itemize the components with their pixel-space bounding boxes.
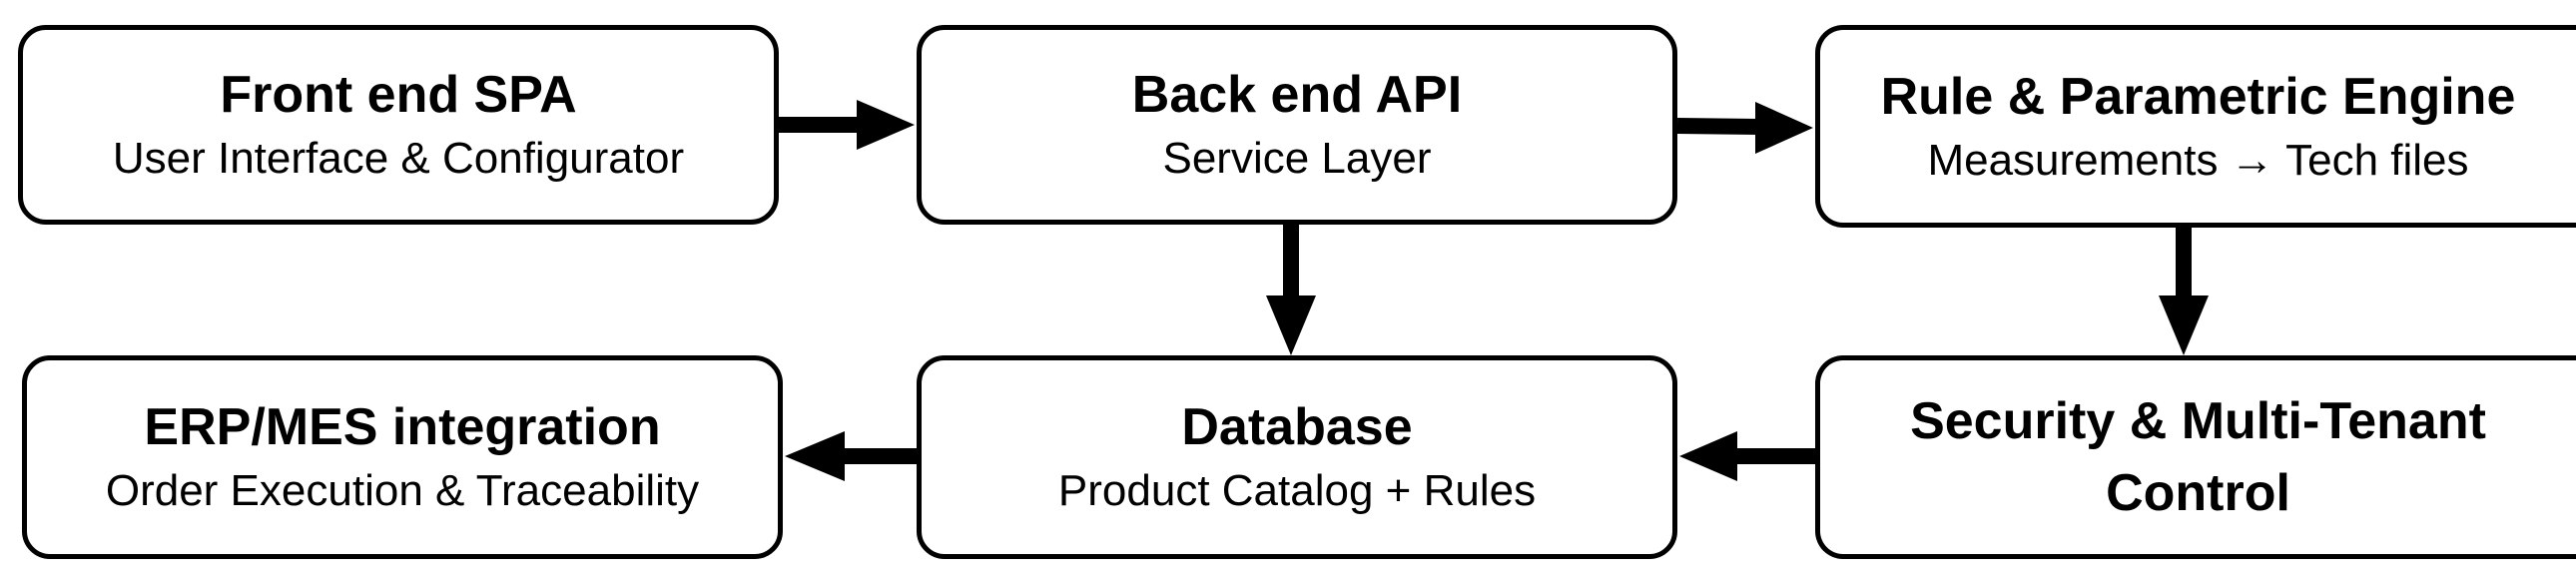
database-subtitle: Product Catalog + Rules — [1057, 466, 1537, 515]
backend-api-title: Back end API — [1131, 66, 1463, 124]
backend-api-subtitle: Service Layer — [1162, 134, 1432, 183]
frontend-spa-title: Front end SPA — [220, 66, 577, 124]
rule-engine-title: Rule & Parametric Engine — [1880, 67, 2516, 126]
security-title-line2: Control — [2106, 464, 2290, 522]
backend-api-box: Back end API Service Layer — [917, 25, 1677, 225]
database-title: Database — [1181, 398, 1413, 456]
arrow-rule-engine-to-security — [2159, 228, 2209, 355]
database-box: Database Product Catalog + Rules — [917, 355, 1677, 559]
security-title-line1: Security & Multi-Tenant — [1910, 392, 2486, 450]
frontend-spa-subtitle: User Interface & Configurator — [112, 134, 685, 183]
erp-mes-title: ERP/MES integration — [144, 398, 661, 456]
arrow-backend-to-database — [1266, 225, 1316, 355]
arrow-backend-to-rule-engine — [1676, 102, 1813, 154]
erp-mes-box: ERP/MES integration Order Execution & Tr… — [22, 355, 783, 559]
arrow-security-to-database — [1679, 431, 1815, 481]
rule-engine-box: Rule & Parametric Engine Measurements → … — [1815, 25, 2576, 228]
arrow-frontend-to-backend — [779, 100, 915, 150]
rule-engine-subtitle: Measurements → Tech files — [1927, 135, 2469, 185]
frontend-spa-box: Front end SPA User Interface & Configura… — [18, 25, 779, 225]
erp-mes-subtitle: Order Execution & Traceability — [105, 466, 700, 515]
arrow-database-to-erp — [785, 431, 917, 481]
security-box: Security & Multi-Tenant Control — [1815, 355, 2576, 559]
